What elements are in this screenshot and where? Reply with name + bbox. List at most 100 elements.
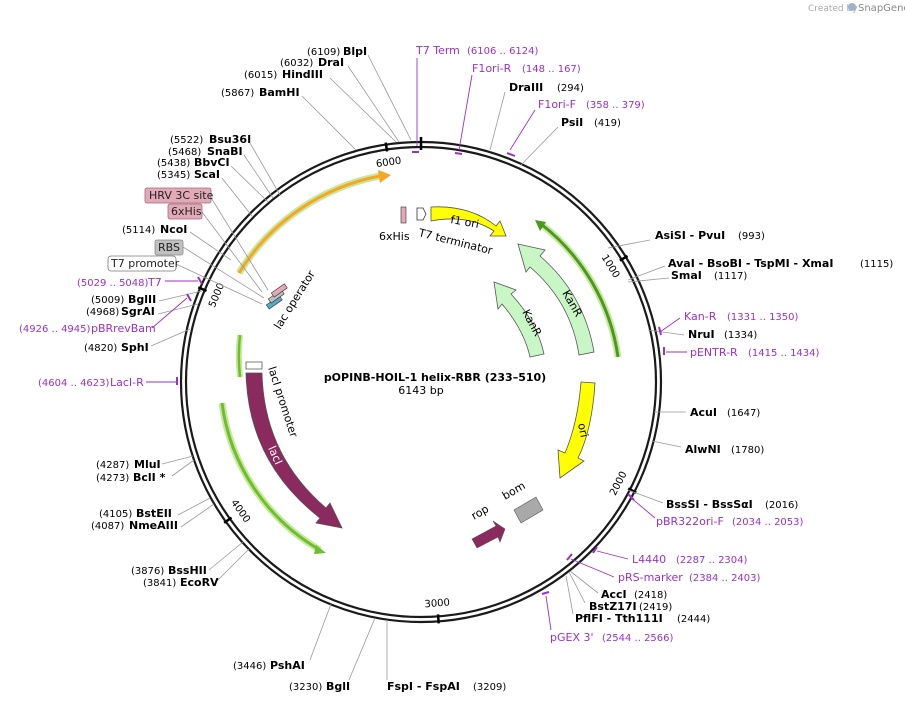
badge-t7-promoter[interactable]: T7 promoter (107, 255, 263, 305)
site-label: EcoRV (180, 576, 219, 589)
rop-feature (471, 520, 506, 549)
site-bsteii[interactable]: (4105) BstEII (99, 497, 211, 520)
site-pos: (6109) (307, 47, 340, 58)
site-mlui[interactable]: (4287) MluI (96, 455, 194, 471)
tick-label-6000: 6000 (375, 156, 402, 171)
site-ncoi[interactable]: (5114) NcoI (122, 223, 232, 261)
ori-feature (557, 381, 596, 479)
site-label: SnaBI (207, 145, 243, 158)
primer-label: T7 Term (415, 44, 460, 57)
site-bsssi[interactable]: BssSI - BssSαI (2016) (627, 489, 798, 511)
t7-terminator-label: T7 terminator (416, 226, 494, 257)
primer-pos: (148 .. 167) (522, 64, 581, 75)
primer-t7[interactable]: (5029 .. 5048) T7 (77, 276, 203, 289)
site-bgli[interactable]: (3230) BglI (289, 617, 376, 693)
site-pos: (6015) (244, 70, 277, 81)
primer-pbr322orif[interactable]: pBR322ori-F (2034 .. 2053) (627, 493, 804, 528)
site-bsshii[interactable]: (3876) BssHII (131, 541, 244, 577)
site-pos: (4820) (84, 343, 117, 354)
insert-orf-arc (237, 174, 381, 274)
site-nmeaiii[interactable]: (4087) NmeAIII (91, 503, 215, 532)
site-pshai[interactable]: (3446) PshAI (233, 603, 332, 672)
t7-terminator-feature (416, 207, 427, 221)
primer-pos: (1331 .. 1350) (727, 312, 799, 323)
site-pos: (1117) (714, 271, 747, 282)
badge-rbs[interactable]: RBS (154, 239, 265, 299)
kanr-orf-arrowhead (535, 220, 546, 231)
site-avai[interactable]: AvaI - BsoBI - TspMI - XmaI (1115) (627, 257, 893, 281)
kanr-outer-feature (517, 243, 595, 356)
site-fspi[interactable]: FspI - FspAI (3209) (386, 620, 506, 693)
site-pos: (4273) (96, 473, 129, 484)
primer-pos: (1415 .. 1434) (748, 348, 820, 359)
site-acci[interactable]: AccI (2418) (569, 570, 667, 601)
site-pos: (5345) (157, 170, 190, 181)
site-bbvci[interactable]: (5438) BbvCI (157, 156, 269, 203)
primer-label: pBRrevBam (91, 322, 156, 335)
plasmid-name: pOPINB-HOIL-1 helix-RBR (233–510) (324, 371, 546, 384)
site-pos: (3230) (289, 682, 322, 693)
site-asisi[interactable]: AsiSI - PvuI (993) (607, 229, 765, 249)
tick-label-1000: 1000 (599, 253, 622, 280)
badge-sixhis[interactable]: 6xHis (167, 203, 263, 293)
badge-label: RBS (158, 241, 180, 254)
primer-pbrrevbam[interactable]: (4926 .. 4945) pBRrevBam (19, 293, 192, 335)
site-nrui[interactable]: NruI (1334) (647, 328, 757, 341)
laci-promoter-orf-arc (237, 334, 242, 378)
site-acui[interactable]: AcuI (1647) (654, 406, 760, 419)
site-pos: (1334) (724, 330, 757, 341)
site-ecorv[interactable]: (3841) EcoRV (143, 548, 250, 589)
primer-prsmarker[interactable]: pRS-marker (2384 .. 2403) (566, 553, 761, 584)
primer-f1orif[interactable]: F1ori-F (358 .. 379) (506, 98, 645, 157)
site-pos: (5867) (221, 88, 254, 99)
site-pos: (993) (738, 231, 765, 242)
primer-kanr[interactable]: Kan-R (1331 .. 1350) (658, 310, 799, 336)
site-label: PflFI - Tth111I (575, 612, 663, 625)
site-hindiii[interactable]: (6015) HindIII (244, 68, 397, 143)
badge-hrv3c-site[interactable]: HRV 3C site (144, 187, 269, 291)
site-bglii[interactable]: (5009) BglII (91, 290, 203, 306)
site-drai[interactable]: (6032) DraI (280, 56, 400, 143)
site-scai[interactable]: (5345) ScaI (157, 168, 253, 217)
badge-label: 6xHis (171, 205, 202, 218)
site-label: BglII (128, 293, 156, 306)
site-bsu36i[interactable]: (5522) Bsu36I (170, 133, 281, 196)
site-blpi[interactable]: (6109) BlpI (307, 45, 412, 141)
site-bcli[interactable]: (4273) BclI * (96, 459, 195, 484)
site-label: BlpI (343, 45, 367, 58)
primer-pos: (2544 .. 2566) (602, 633, 674, 644)
site-pos: (4087) (91, 521, 124, 532)
site-pos: (2016) (765, 500, 798, 511)
site-bamhi[interactable]: (5867) BamHI (221, 86, 357, 151)
tick-mark-1000 (619, 254, 629, 262)
primer-pentrr[interactable]: pENTR-R (1415 .. 1434) (663, 346, 820, 359)
site-bstz17i[interactable]: BstZ17I (2419) (568, 571, 672, 613)
site-label: SphI (121, 341, 149, 354)
laci-feature (245, 372, 343, 529)
site-pos: (5522) (170, 135, 203, 146)
primer-lacir[interactable]: (4604 .. 4623) LacI-R (38, 376, 178, 389)
site-pos: (2444) (677, 614, 710, 625)
site-draiii[interactable]: DraIII (294) (489, 81, 584, 151)
site-alwni[interactable]: AlwNI (1780) (651, 440, 764, 456)
primer-pos: (4604 .. 4623) (38, 378, 110, 389)
site-label: NcoI (160, 223, 187, 236)
primer-f1orir[interactable]: F1ori-R (148 .. 167) (454, 62, 581, 155)
site-pos: (3841) (143, 578, 176, 589)
primer-l4440[interactable]: L4440 (2287 .. 2304) (592, 546, 748, 566)
site-sphi[interactable]: (4820) SphI (84, 328, 191, 354)
tick-label-2000: 2000 (608, 470, 629, 498)
site-pos: (3209) (473, 682, 506, 693)
primer-label: F1ori-F (538, 98, 576, 111)
site-psii[interactable]: PsiI (419) (520, 116, 621, 166)
primers: T7 Term (6106 .. 6124) F1ori-R (148 .. 1… (19, 44, 820, 644)
site-snabi[interactable]: (5468) SnaBI (168, 145, 274, 199)
site-smai[interactable]: SmaI (1117) (627, 269, 747, 283)
primer-t7term[interactable]: T7 Term (6106 .. 6124) (412, 44, 539, 153)
site-sgrai[interactable]: (4968) SgrAI (86, 303, 199, 318)
primer-pgex3[interactable]: pGEX 3' (2544 .. 2566) (541, 591, 674, 644)
bom-feature (513, 496, 544, 524)
site-pflfi[interactable]: PflFI - Tth111I (2444) (565, 575, 710, 625)
